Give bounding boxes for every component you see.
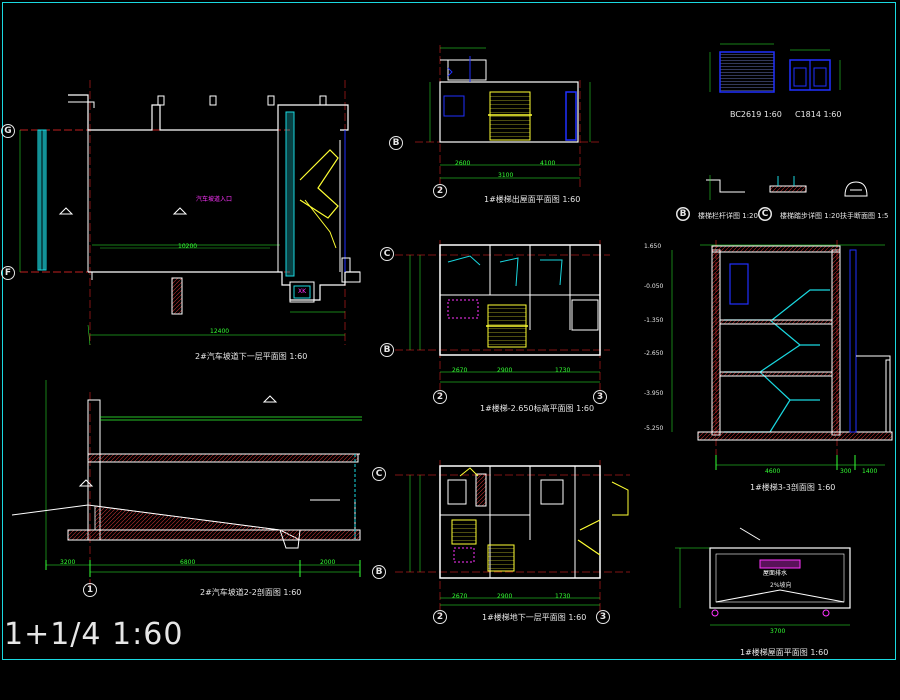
section33-dim-1: 4600: [765, 468, 781, 475]
elevation-5: -3.950: [644, 390, 664, 397]
axis-bubble-2-mid: 2: [433, 390, 447, 404]
section-33-title: 1#楼梯3-3剖面图 1:60: [750, 483, 836, 492]
section-dim-3: 2000: [320, 559, 336, 566]
garage-plan-title: 2#汽车坡道下一层平面图 1:60: [195, 352, 308, 361]
garage-section-drawing: [11, 380, 362, 590]
axis-bubble-2-base: 2: [433, 610, 447, 624]
base-plan-dim-3: 1730: [555, 593, 571, 600]
elevation-3: -1.350: [644, 317, 664, 324]
axis-bubble-3-mid: 3: [593, 390, 607, 404]
stair-top-plan-title: 1#楼梯出屋面平面图 1:60: [484, 195, 581, 204]
stair-mid-plan-title: 1#楼梯-2.650标高平面图 1:60: [480, 404, 595, 413]
axis-bubble-3-base: 3: [596, 610, 610, 624]
axis-bubble-b-mid: B: [380, 343, 394, 357]
roof-room-tag: 屋面排水: [763, 570, 788, 577]
roof-slope-note: 2%坡向: [770, 582, 792, 589]
axis-bubble-b-base: B: [372, 565, 386, 579]
handrail-detail-label: 扶手断面图 1:5: [840, 212, 889, 220]
top-plan-dim-1: 3100: [498, 172, 514, 179]
stair-top-plan-drawing: [415, 45, 600, 190]
garage-well-tag: XK: [298, 288, 307, 295]
axis-bubble-g: G: [1, 124, 15, 138]
roof-plan-title: 1#楼梯屋面平面图 1:60: [740, 648, 829, 657]
window-bc2619-label: BC2619 1:60: [730, 110, 782, 119]
window-c1814-label: C1814 1:60: [795, 110, 842, 119]
mid-plan-dim-1: 2670: [452, 367, 468, 374]
elevation-6: -5.250: [644, 425, 664, 432]
section-dim-1: 3200: [60, 559, 76, 566]
mid-plan-dim-3: 1730: [555, 367, 571, 374]
detail-b-label: 楼梯栏杆详图 1:20: [698, 212, 758, 220]
scale-note: 1+1/4 1:60: [4, 617, 184, 652]
axis-bubble-b-top: B: [389, 136, 403, 150]
top-plan-dim-2: 2600: [455, 160, 471, 167]
base-plan-dim-1: 2670: [452, 593, 468, 600]
stair-mid-plan-drawing: [395, 240, 610, 395]
garage-plan-drawing: [19, 80, 361, 346]
axis-bubble-c-mid: C: [380, 247, 394, 261]
elevation-4: -2.650: [644, 350, 664, 357]
stair-base-plan-title: 1#楼梯地下一层平面图 1:60: [482, 613, 587, 622]
drawing-frame: [2, 2, 896, 660]
roof-plan-drawing: [675, 527, 851, 626]
section33-dim-3: 1400: [862, 468, 878, 475]
elevation-2: -0.050: [644, 283, 664, 290]
axis-bubble-2-top: 2: [433, 184, 447, 198]
section33-dim-2: 300: [840, 468, 852, 475]
elevation-1: 1.650: [644, 243, 662, 250]
garage-total-dim: 12400: [210, 328, 230, 335]
stair-base-plan-drawing: [395, 460, 630, 615]
garage-inner-dim: 10200: [178, 243, 198, 250]
roof-dim-1: 3700: [770, 628, 786, 635]
top-plan-dim-3: 4100: [540, 160, 556, 167]
mid-plan-dim-2: 2900: [497, 367, 513, 374]
axis-bubble-c-base: C: [372, 467, 386, 481]
garage-section-title: 2#汽车坡道2-2剖面图 1:60: [200, 588, 302, 597]
detail-mark-c: C: [758, 207, 772, 221]
axis-bubble-f: F: [1, 266, 15, 280]
window-schedule-drawing: [709, 43, 841, 93]
base-plan-dim-2: 2900: [497, 593, 513, 600]
garage-room-tag: 汽车坡道入口: [196, 196, 233, 203]
detail-c-label: 楼梯踏步详图 1:20: [780, 212, 840, 220]
axis-bubble-1: 1: [83, 583, 97, 597]
section-33-drawing: [671, 240, 893, 470]
section-dim-2: 6800: [180, 559, 196, 566]
detail-mark-b: B: [676, 207, 690, 221]
